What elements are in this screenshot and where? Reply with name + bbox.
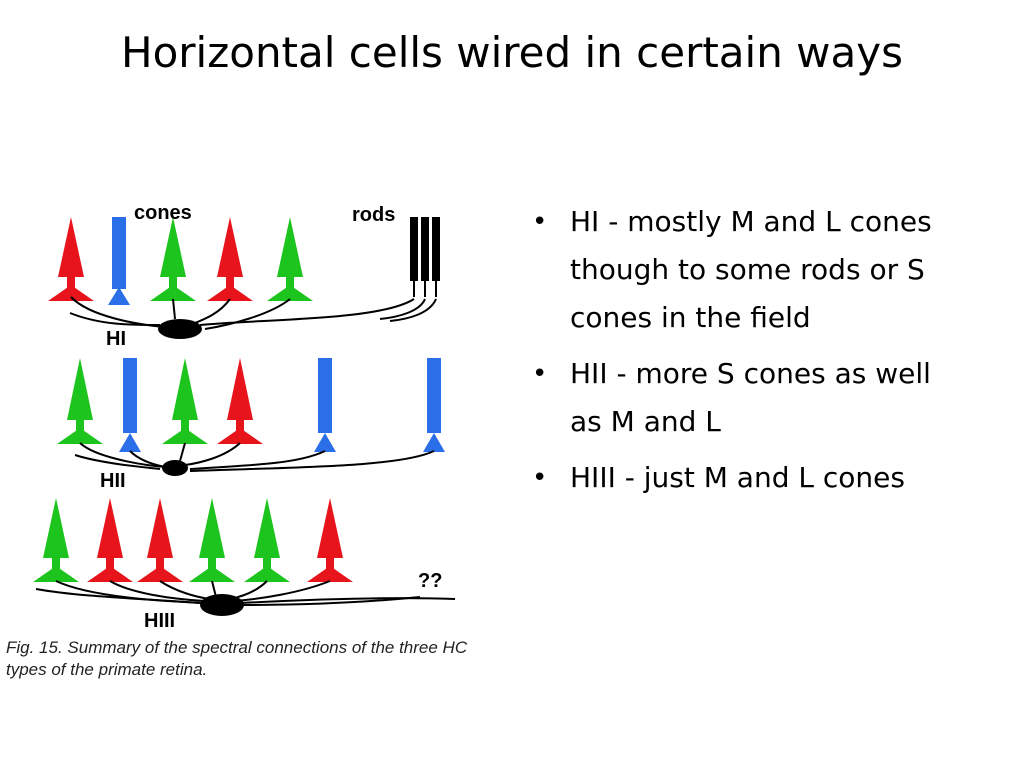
bullet-text: HIII - just M and L cones — [570, 461, 905, 494]
label-cones: cones — [134, 202, 192, 224]
hiii-cell — [35, 580, 456, 606]
label-hi: HI — [106, 328, 126, 350]
l-cone — [307, 498, 353, 582]
hii-cell — [74, 442, 435, 472]
retina-figure: cones rods HI HII ?? HIII — [0, 195, 500, 695]
l-cone — [87, 498, 133, 582]
bullet-text: HI - mostly M and L cones though to some… — [570, 205, 932, 334]
s-cone — [314, 358, 336, 452]
row-hiii — [33, 498, 456, 616]
m-cone — [162, 358, 208, 444]
hi-cell — [69, 296, 437, 330]
l-cone — [217, 358, 263, 444]
slide-title: Horizontal cells wired in certain ways — [120, 28, 904, 77]
rods — [410, 217, 440, 297]
m-cone — [33, 498, 79, 582]
bullet-text: HII - more S cones as well as M and L — [570, 357, 931, 438]
label-rods: rods — [352, 204, 395, 226]
s-cone — [108, 217, 130, 305]
m-cone — [57, 358, 103, 444]
m-cone — [189, 498, 235, 582]
bullet-dot-icon: • — [532, 207, 548, 237]
l-cone — [48, 217, 94, 301]
s-cone — [119, 358, 141, 452]
bullet-item: • HI - mostly M and L cones though to so… — [530, 198, 950, 342]
bullet-item: • HII - more S cones as well as M and L — [530, 350, 950, 446]
bullet-list: • HI - mostly M and L cones though to so… — [530, 198, 950, 510]
m-cone — [267, 217, 313, 301]
l-cone — [207, 217, 253, 301]
m-cone — [150, 217, 196, 301]
horizontal-cell-diagram: cones rods HI HII ?? HIII — [33, 202, 456, 632]
figure-caption: Fig. 15. Summary of the spectral connect… — [6, 638, 468, 679]
m-cone — [244, 498, 290, 582]
l-cone — [137, 498, 183, 582]
bullet-dot-icon: • — [532, 463, 548, 493]
row-hi — [48, 217, 440, 339]
bullet-item: • HIII - just M and L cones — [530, 454, 950, 502]
label-hii: HII — [100, 470, 126, 492]
bullet-dot-icon: • — [532, 359, 548, 389]
label-unknown: ?? — [418, 570, 442, 592]
label-hiii: HIII — [144, 610, 175, 632]
row-hii — [57, 358, 445, 476]
s-cone — [423, 358, 445, 452]
